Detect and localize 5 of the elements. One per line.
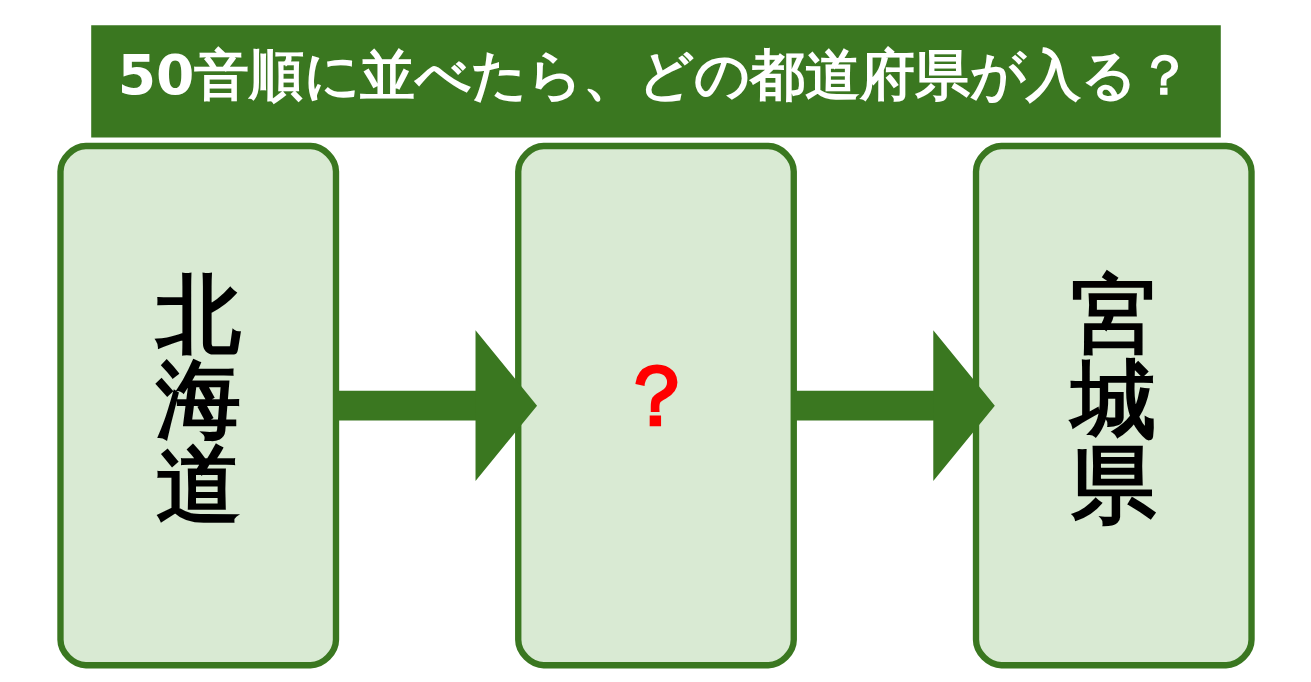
node-box: ？ [514, 142, 797, 669]
node-box: 宮城県 [972, 142, 1255, 669]
diagram-title: 50音順に並べたら、どの都道府県が入る？ [117, 42, 1192, 107]
arrow [793, 330, 995, 481]
node-box: 北海道 [56, 142, 339, 669]
